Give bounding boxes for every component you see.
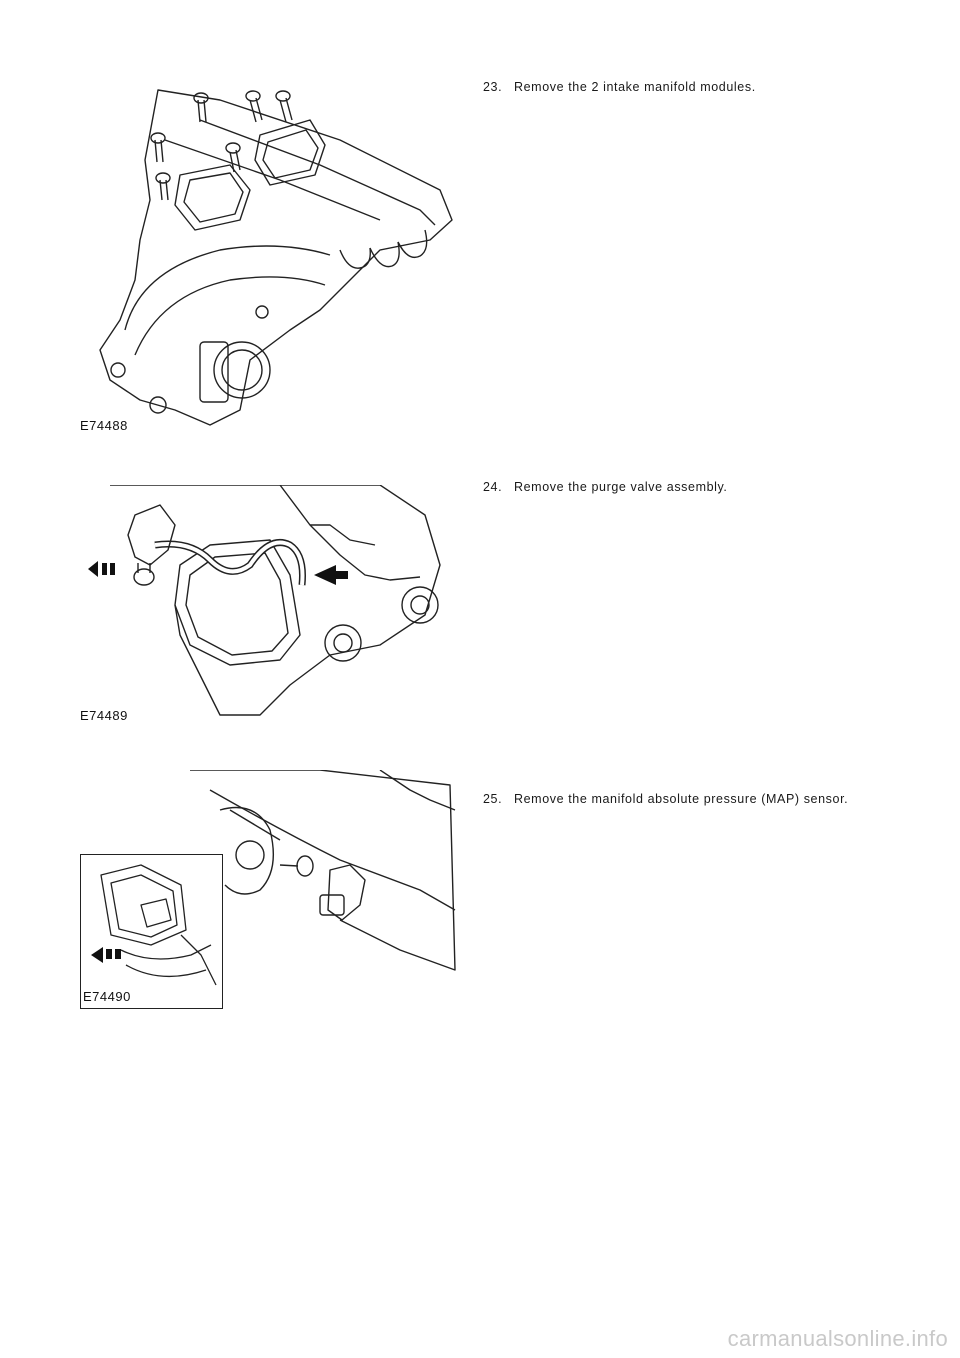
step-number: 23. bbox=[483, 80, 503, 94]
step-25: E74490 25. Remove the manifold absolute p… bbox=[0, 750, 960, 1020]
step-text: Remove the purge valve assembly. bbox=[514, 480, 728, 494]
purge-valve-drawing bbox=[88, 485, 441, 716]
step-text: Remove the manifold absolute pressure (M… bbox=[514, 792, 849, 806]
figure-id: E74488 bbox=[80, 418, 128, 433]
step-number: 24. bbox=[483, 480, 503, 494]
figure-id: E74489 bbox=[80, 708, 128, 723]
instruction-step-23: 23. Remove the 2 intake manifold modules. bbox=[483, 80, 756, 94]
illustration-map-sensor bbox=[80, 770, 460, 1010]
step-24: E74489 24. Remove the purge valve assembl… bbox=[0, 470, 960, 730]
inset-connector-detail: E74490 bbox=[80, 854, 223, 1009]
watermark: carmanualsonline.info bbox=[727, 1326, 948, 1351]
instruction-step-25: 25. Remove the manifold absolute pressure… bbox=[483, 792, 848, 806]
instruction-step-24: 24. Remove the purge valve assembly. bbox=[483, 480, 728, 494]
step-number: 25. bbox=[483, 792, 503, 806]
figure-id: E74490 bbox=[83, 989, 131, 1004]
step-text: Remove the 2 intake manifold modules. bbox=[514, 80, 756, 94]
illustration-purge-valve bbox=[80, 485, 460, 720]
illustration-intake-manifold-modules bbox=[80, 80, 460, 440]
connector-disconnect-drawing bbox=[91, 864, 217, 986]
map-sensor-drawing bbox=[190, 770, 456, 971]
step-23: E74488 23. Remove the 2 intake manifold m… bbox=[0, 0, 960, 450]
intake-manifold-drawing bbox=[99, 89, 453, 426]
